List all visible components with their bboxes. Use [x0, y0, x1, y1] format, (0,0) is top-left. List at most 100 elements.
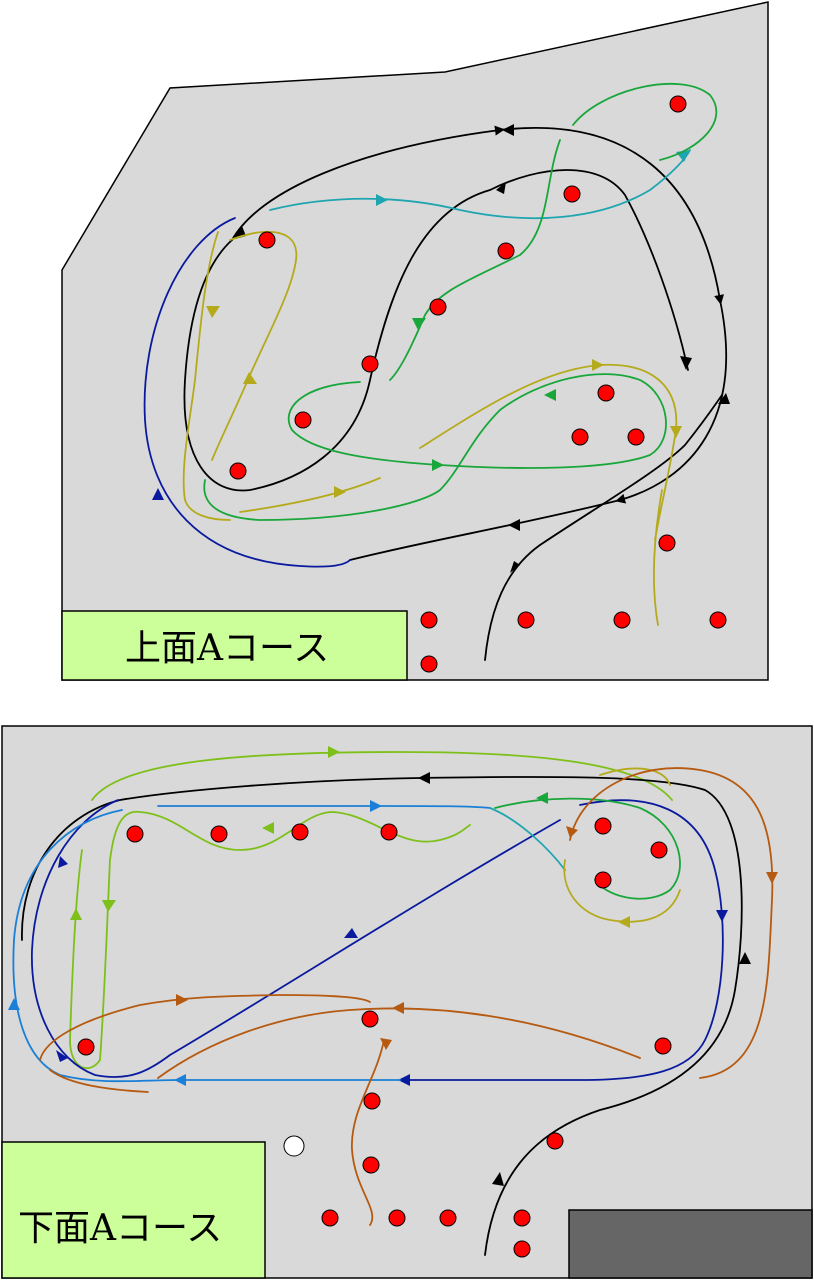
marker: [546, 1132, 564, 1150]
arrow-green-1: [412, 318, 426, 330]
marker: [658, 534, 676, 552]
arrow-lime-2: [70, 908, 82, 920]
arrow-black-b3: [492, 1172, 504, 1186]
top-markers: [229, 95, 727, 673]
marker: [429, 298, 447, 316]
marker: [388, 1209, 406, 1227]
bottom-path-blue: [12, 805, 491, 1083]
arrow-olive-5: [334, 486, 346, 498]
marker: [650, 841, 668, 859]
arrow-navy-b1: [58, 856, 68, 868]
arrow-black-7: [718, 393, 730, 404]
arrow-black-b2: [739, 952, 751, 964]
top-path-black-entry: [484, 394, 723, 661]
bottom-label-box: [1, 1141, 266, 1279]
marker: [571, 428, 589, 446]
arrow-olive-3: [592, 359, 604, 371]
bottom-path-teal: [489, 807, 566, 871]
arrow-navy-b5: [56, 1050, 68, 1062]
arrow-olive-4: [670, 426, 682, 438]
bottom-path-orange-mid: [39, 994, 641, 1093]
obstacle-block: [568, 1209, 813, 1279]
arrow-olive-2: [243, 372, 257, 384]
arrow-orange-b3: [176, 994, 188, 1006]
marker: [420, 655, 438, 673]
arrow-green-2: [432, 459, 444, 471]
arrow-blue-3: [174, 1074, 186, 1086]
marker: [594, 817, 612, 835]
bottom-path-navy: [31, 799, 724, 1081]
marker: [380, 823, 398, 841]
marker: [513, 1240, 531, 1258]
arrow-blue-2: [8, 998, 20, 1010]
top-path-black-loop: [231, 125, 728, 561]
arrow-navy-1: [152, 488, 164, 500]
arrow-orange-b2: [566, 826, 578, 838]
arrow-olive-b1: [618, 916, 630, 928]
arrow-blue-1: [370, 800, 382, 812]
top-path-teal: [269, 149, 691, 220]
marker: [77, 1038, 95, 1056]
arrow-black-1: [502, 124, 514, 136]
bottom-markers: [77, 817, 672, 1258]
marker: [669, 95, 687, 113]
bottom-path-green-loop: [494, 797, 681, 900]
arrow-black-5: [510, 561, 520, 573]
marker: [709, 611, 727, 629]
arrow-green-b1: [536, 792, 548, 804]
arrow-green-3: [544, 389, 556, 401]
marker: [229, 462, 247, 480]
arrow-orange-b4: [392, 1002, 404, 1014]
marker: [497, 242, 515, 260]
bottom-path-olive-loop: [563, 767, 681, 923]
arrow-orange-b1: [766, 872, 778, 884]
bottom-path-black: [21, 775, 743, 1256]
top-path-black-figure8: [183, 189, 491, 492]
marker: [439, 1209, 457, 1227]
marker: [294, 411, 312, 429]
top-path-olive-right: [239, 363, 678, 626]
bottom-label: 下面Aコース: [18, 1208, 222, 1249]
arrow-lime-3: [102, 900, 116, 912]
marker: [210, 825, 228, 843]
top-path-green-upper: [389, 82, 718, 381]
top-path-olive-left: [182, 230, 298, 521]
marker: [613, 611, 631, 629]
marker: [420, 611, 438, 629]
marker: [291, 823, 309, 841]
arrow-black-6: [496, 182, 506, 194]
arrow-teal-1: [376, 194, 388, 206]
marker: [362, 1156, 380, 1174]
top-panel: 上面Aコース: [61, 1, 769, 681]
bottom-path-lime-left: [69, 810, 471, 1070]
marker: [627, 428, 645, 446]
arrow-olive-1: [206, 306, 220, 318]
arrow-lime-1: [328, 746, 340, 758]
marker: [258, 231, 276, 249]
marker: [513, 1209, 531, 1227]
marker: [517, 611, 535, 629]
top-path-black-inner: [489, 169, 689, 371]
arrow-orange-b5: [380, 1038, 392, 1050]
marker: [321, 1209, 339, 1227]
arrow-black-b1: [418, 772, 430, 784]
top-label-box: [61, 610, 408, 681]
arrow-black-3: [680, 356, 692, 370]
top-field: [61, 1, 769, 681]
marker: [363, 1092, 381, 1110]
arrow-navy-b2: [344, 928, 358, 938]
marker: [126, 825, 144, 843]
top-path-navy: [143, 217, 351, 568]
bottom-panel: 下面Aコース: [1, 725, 813, 1279]
bottom-path-orange-loop: [569, 767, 774, 1079]
start-hole: [283, 1135, 305, 1157]
marker: [594, 871, 612, 889]
marker: [563, 185, 581, 203]
marker: [654, 1037, 672, 1055]
marker: [361, 1010, 379, 1028]
arrow-navy-b4: [398, 1074, 410, 1086]
top-label: 上面Aコース: [125, 628, 329, 669]
top-path-green-lower: [203, 373, 667, 521]
marker: [361, 355, 379, 373]
